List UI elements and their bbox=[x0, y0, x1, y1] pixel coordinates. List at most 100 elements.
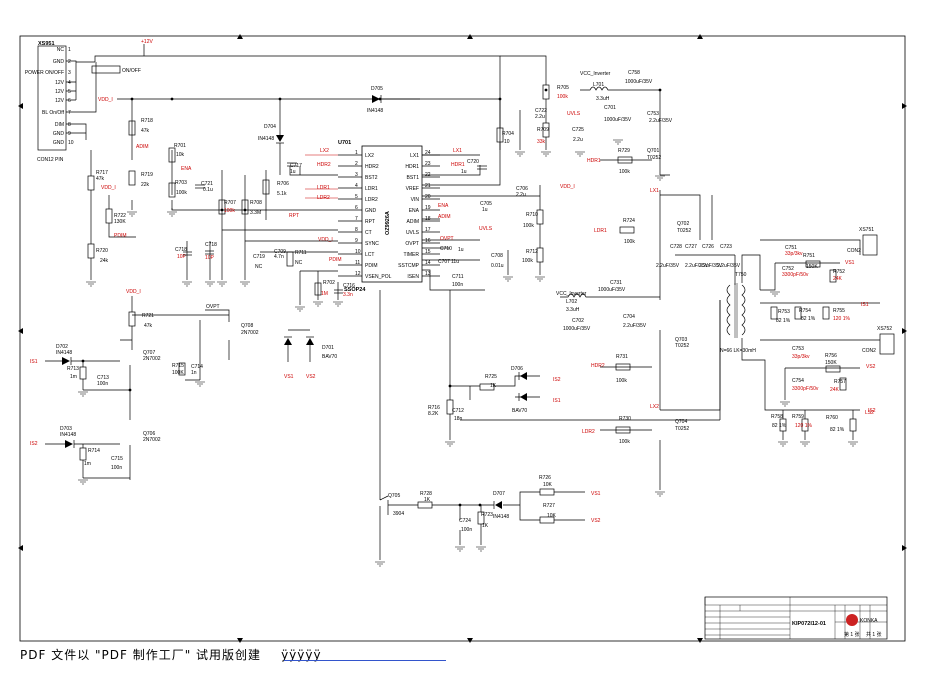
label: ENA bbox=[438, 203, 449, 209]
label: C723 bbox=[720, 244, 732, 250]
label: 24K bbox=[833, 276, 843, 282]
label: L701 bbox=[593, 82, 604, 88]
label: Q704 bbox=[675, 419, 687, 425]
label: C706 bbox=[516, 186, 528, 192]
label: Q706 bbox=[143, 431, 155, 437]
label: 1000uF/35V bbox=[604, 117, 632, 123]
label: R716 bbox=[428, 405, 440, 411]
label: 2N7002 bbox=[143, 356, 161, 362]
ic-pin-number: 7 bbox=[355, 216, 358, 222]
xs951-pin-number: 9 bbox=[68, 131, 71, 137]
ic-pin-number: 16 bbox=[425, 238, 431, 244]
label: Q705 bbox=[388, 493, 400, 499]
label: R720 bbox=[96, 248, 108, 254]
label: 22k bbox=[141, 182, 150, 188]
label: 33k bbox=[537, 139, 546, 145]
label: C713 bbox=[97, 375, 109, 381]
label: 24K bbox=[830, 387, 840, 393]
label: 3.3uH bbox=[566, 307, 580, 313]
ic-pin-name: SYNC bbox=[365, 241, 379, 247]
ic-pin-number: 15 bbox=[425, 249, 431, 255]
label: 1m bbox=[84, 461, 91, 467]
label: R759 bbox=[792, 414, 804, 420]
footer-text: PDF 文件以 "PDF 制作工厂" 试用版创建 bbox=[20, 648, 262, 662]
ic-pin-number: 6 bbox=[355, 205, 358, 211]
label: C708 bbox=[491, 253, 503, 259]
label: IN4148 bbox=[258, 136, 274, 142]
label: C715 bbox=[111, 456, 123, 462]
label: R703 bbox=[175, 180, 187, 186]
xs951-pin-label: NC bbox=[57, 47, 65, 53]
ic-pin-name: PDIM bbox=[365, 263, 378, 269]
label: C725 bbox=[572, 127, 584, 133]
label: L702 bbox=[566, 299, 577, 305]
label: R711 bbox=[295, 250, 307, 256]
ic-pin-name: LDR1 bbox=[365, 186, 378, 192]
ic-part-number: OZ9926A bbox=[385, 211, 391, 235]
xs951-pin-label: 12V bbox=[55, 80, 65, 86]
label: 100k bbox=[616, 378, 627, 384]
label: 10K bbox=[547, 513, 557, 519]
label: D702 bbox=[56, 344, 68, 350]
label: IS2 bbox=[553, 377, 561, 383]
label: R702 bbox=[323, 280, 335, 286]
label: C754 bbox=[792, 378, 804, 384]
label: R754 bbox=[799, 308, 811, 314]
label: 3.3uH bbox=[596, 96, 610, 102]
ic-pin-name: VREF bbox=[406, 186, 419, 192]
label: R705 bbox=[557, 85, 569, 91]
label: 130K bbox=[114, 219, 126, 225]
label: 2.2u bbox=[516, 192, 526, 198]
xs951-pin-label: 12V bbox=[55, 98, 65, 104]
xs951-pin-label: POWER ON/OFF bbox=[25, 70, 64, 76]
label: R756 bbox=[825, 353, 837, 359]
xs951-pin-number: 5 bbox=[68, 89, 71, 95]
ic-pin-name: VSEN_POL bbox=[365, 274, 392, 280]
label: VS2 bbox=[306, 374, 316, 380]
ic-pin-name: BST2 bbox=[365, 175, 378, 181]
label: OVPT bbox=[206, 304, 220, 310]
xs951-pin-label: GND bbox=[53, 131, 65, 137]
label: R721 bbox=[142, 313, 154, 319]
label: D703 bbox=[60, 426, 72, 432]
ic-pin-name: LX2 bbox=[365, 153, 374, 159]
label: Q702 bbox=[677, 221, 689, 227]
xs951-pin-label: 12V bbox=[55, 89, 65, 95]
label: 3.3M bbox=[250, 210, 261, 216]
ic-pin-number: 10 bbox=[355, 249, 361, 255]
xs951-pin-label: GND bbox=[53, 59, 65, 65]
net-pdim-left: PDIM bbox=[114, 233, 127, 239]
label: 2.2u bbox=[573, 137, 583, 143]
ic-pin-name: CT bbox=[365, 230, 372, 236]
ic-pin-number: 23 bbox=[425, 161, 431, 167]
label: 33p/3kv bbox=[792, 354, 810, 360]
label: 82 1% bbox=[830, 427, 845, 433]
label: C724 bbox=[459, 518, 471, 524]
label: 0.01u bbox=[491, 263, 504, 269]
ic-pin-number: 4 bbox=[355, 183, 358, 189]
label: 100n bbox=[452, 282, 463, 288]
label: C720 bbox=[467, 159, 479, 165]
ic-pin-name: RPT bbox=[365, 219, 375, 225]
xs951-pin-label: DIM bbox=[55, 122, 64, 128]
xs951-pin-number: 7 bbox=[68, 110, 71, 116]
label: R753 bbox=[778, 309, 790, 315]
label: R751 bbox=[803, 253, 815, 259]
label: R755 bbox=[833, 308, 845, 314]
label: VDD_I bbox=[560, 184, 575, 190]
label: 2N7002 bbox=[241, 330, 259, 336]
label: XS751 bbox=[859, 227, 874, 233]
label: U701 bbox=[338, 140, 351, 146]
label: R701 bbox=[174, 143, 186, 149]
ic-pin-number: 3 bbox=[355, 172, 358, 178]
net-onoff: ON/OFF bbox=[122, 68, 141, 74]
label: RPT bbox=[289, 213, 299, 219]
label: 100k bbox=[176, 190, 187, 196]
ic-pin-number: 2 bbox=[355, 161, 358, 167]
xs951-pin-label: GND bbox=[53, 140, 65, 146]
label: R722 bbox=[114, 213, 126, 219]
label: XS752 bbox=[877, 326, 892, 332]
label: VS1 bbox=[591, 491, 601, 497]
